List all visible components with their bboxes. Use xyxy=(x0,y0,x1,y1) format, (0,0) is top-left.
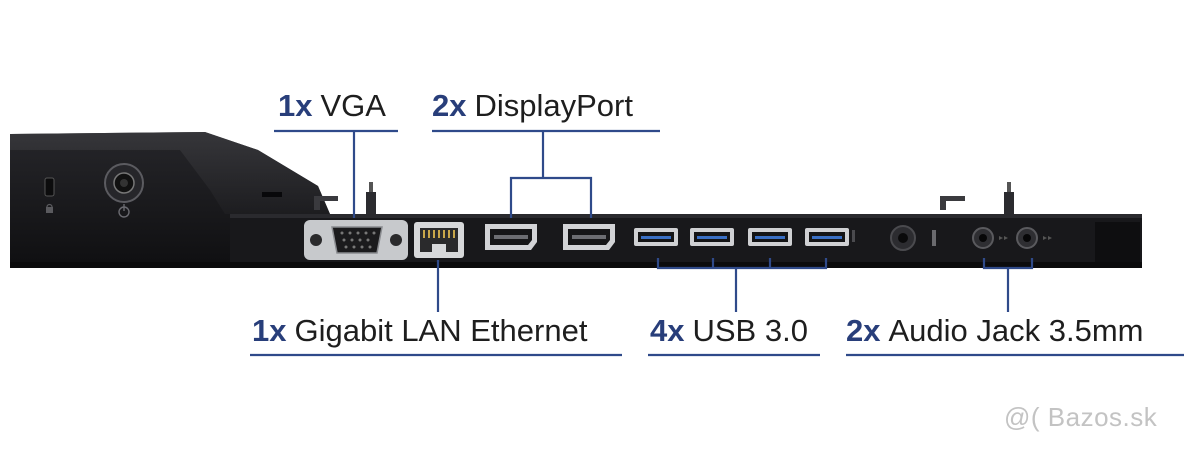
audio-count: 2x xyxy=(846,313,881,348)
audio-jack-icon xyxy=(972,227,1008,249)
usb-port-icon xyxy=(748,228,792,246)
lan-name: Gigabit LAN Ethernet xyxy=(294,313,588,348)
displayport-icon xyxy=(485,224,537,250)
usb-port-icon xyxy=(805,228,855,246)
displayport-icon xyxy=(563,224,615,250)
vga-count: 1x xyxy=(278,88,313,123)
audio-jack-icon xyxy=(1016,227,1052,249)
usb-port-icon xyxy=(634,228,678,246)
vga-port-icon xyxy=(304,220,408,260)
usb-count: 4x xyxy=(650,313,685,348)
power-button-icon[interactable] xyxy=(104,163,144,218)
docking-hook-left xyxy=(314,182,376,214)
eject-slot xyxy=(262,192,282,197)
vga-name: VGA xyxy=(320,88,386,123)
lan-count: 1x xyxy=(252,313,287,348)
ethernet-port-icon xyxy=(414,222,464,258)
displayport-name: DisplayPort xyxy=(474,88,633,123)
watermark: @( Bazos.sk xyxy=(1004,402,1158,432)
usb-port-icon xyxy=(690,228,734,246)
callout-lines xyxy=(250,129,1184,357)
docking-hook-right xyxy=(940,182,1014,214)
lock-icon xyxy=(44,177,55,213)
displayport-count: 2x xyxy=(432,88,467,123)
dc-power-jack-icon xyxy=(890,225,936,251)
usb-name: USB 3.0 xyxy=(692,313,808,348)
audio-name: Audio Jack 3.5mm xyxy=(888,313,1144,348)
